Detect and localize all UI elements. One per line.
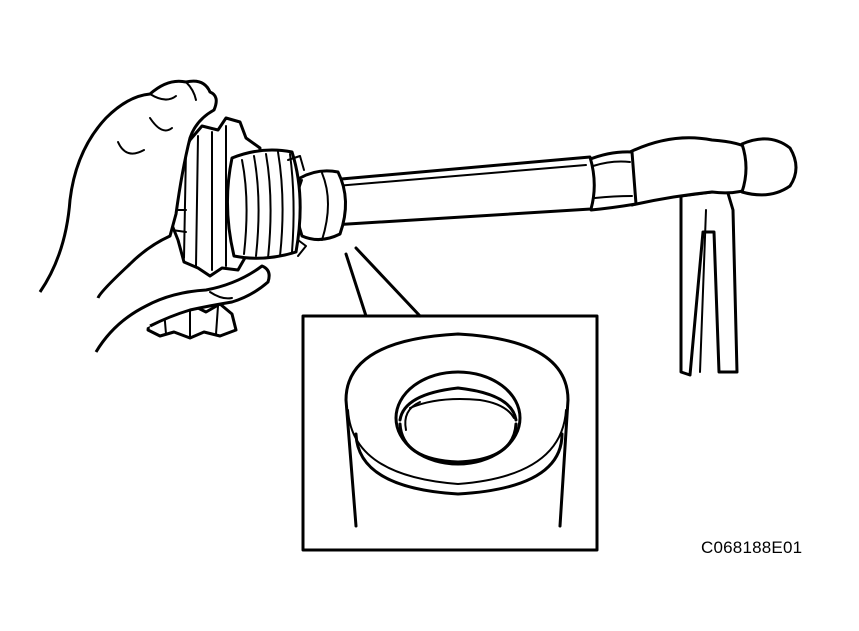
hammer [585, 136, 798, 377]
sleeve-outer [295, 169, 348, 241]
sleeve-detail-outer [344, 332, 570, 528]
hammer-handle [679, 188, 739, 377]
helical-gear [226, 148, 302, 260]
inset-frame [301, 314, 599, 552]
drift-bar [328, 155, 596, 227]
sleeve-bore [394, 370, 522, 466]
upper-hand [38, 79, 218, 299]
bearing-sleeve [295, 169, 348, 241]
hammer-head [740, 137, 798, 197]
figure-code: C068188E01 [701, 538, 803, 557]
gear-assembly [146, 116, 307, 340]
bar-body [328, 155, 596, 227]
detail-inset [301, 314, 599, 552]
hammer-neck [628, 136, 754, 207]
callout-pointer [344, 246, 422, 318]
lower-hand [94, 264, 271, 353]
hands [38, 79, 271, 353]
